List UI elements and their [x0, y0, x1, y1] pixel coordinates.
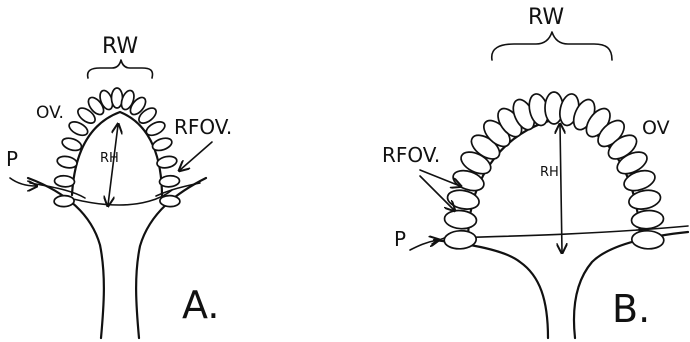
rh-label-b: RH [540, 165, 559, 180]
rh-label-a: RH [100, 151, 119, 166]
rfov-label-b: RFOV. [382, 143, 440, 167]
rfov-arrow-a [180, 142, 212, 170]
rw-label-a: RW [102, 34, 138, 59]
rh-arrow-b [560, 125, 562, 252]
panel-letter-b: B. [612, 287, 650, 331]
panel-a: RH RW OV. RFOV. P A. [6, 34, 232, 338]
panel-b: RH RW OV RFOV. P B. [382, 5, 688, 338]
ovule [61, 136, 83, 153]
ovule [631, 209, 664, 229]
ovule [631, 230, 664, 249]
rfov-label-a: RFOV. [174, 115, 232, 139]
p-label-a: P [6, 147, 18, 171]
ovule [444, 209, 477, 229]
ovule [160, 195, 180, 207]
ovule [151, 136, 173, 153]
ovule [56, 155, 78, 170]
ovule [159, 175, 180, 188]
ovule [444, 230, 477, 249]
rw-label-b: RW [528, 5, 564, 30]
panel-letter-a: A. [182, 283, 219, 327]
ovule [54, 195, 74, 207]
ovule [54, 175, 75, 188]
p-label-b: P [394, 227, 406, 251]
ov-label-a: OV. [36, 103, 64, 123]
p-arrow-b [410, 240, 438, 250]
ovule [156, 155, 178, 170]
rw-brace-a [88, 60, 153, 78]
rw-brace-b [492, 32, 612, 60]
ov-label-b: OV [642, 117, 670, 139]
